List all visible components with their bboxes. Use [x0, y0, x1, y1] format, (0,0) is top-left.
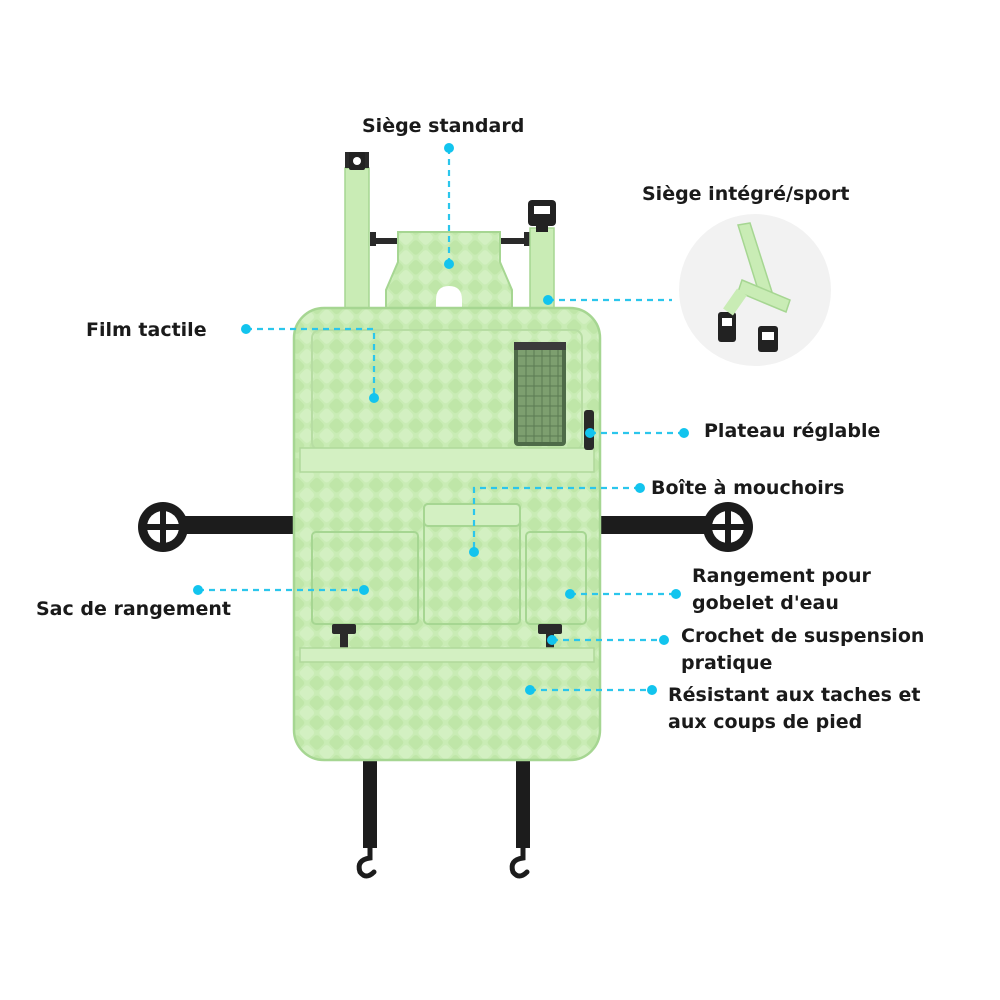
callout-storage-bag	[193, 585, 369, 595]
label-standard-seat: Siège standard	[362, 115, 525, 137]
callout-adjustable-tray	[585, 428, 689, 438]
label-storage-bag: Sac de rangement	[36, 598, 231, 620]
label-touch-film: Film tactile	[86, 319, 207, 341]
label-kick-resistant: Résistant aux taches et aux coups de pie…	[668, 682, 920, 736]
label-tissue-box: Boîte à mouchoirs	[651, 477, 845, 499]
buckle-right-icon	[528, 200, 556, 232]
panel-hook-left-icon	[332, 624, 356, 648]
cup-holder-pocket	[525, 531, 587, 625]
label-adjustable-tray: Plateau réglable	[704, 420, 881, 442]
bottom-strap-left	[356, 748, 377, 879]
strap-wheel-right-icon	[703, 502, 753, 552]
label-cup-storage: Rangement pour gobelet d'eau	[692, 563, 871, 617]
label-hanging-hook: Crochet de suspension pratique	[681, 623, 924, 677]
mesh-pocket	[514, 342, 566, 446]
label-kick-resistant-line-1: Résistant aux taches et	[668, 684, 921, 706]
label-hanging-hook-line-1: Crochet de suspension	[681, 625, 925, 647]
buckle-left-icon	[345, 152, 369, 170]
storage-bag-pocket	[311, 531, 419, 625]
headrest-band	[385, 231, 513, 319]
callout-integrated-seat	[543, 295, 672, 305]
side-strap-left	[180, 516, 298, 534]
top-strap-left	[344, 167, 370, 315]
label-cup-storage-line-1: Rangement pour	[692, 565, 871, 587]
callout-touch-film	[241, 324, 379, 403]
side-strap-right	[598, 516, 718, 534]
bottom-strap-right	[509, 748, 530, 879]
integrated-seat-inset	[679, 214, 831, 366]
tissue-box-pocket	[423, 503, 521, 625]
label-integrated-seat: Siège intégré/sport	[642, 183, 850, 205]
label-cup-storage-line-2: gobelet d'eau	[692, 592, 839, 614]
callout-standard-seat	[444, 143, 454, 269]
callout-tissue-box	[469, 483, 645, 557]
callout-kick-resistant	[525, 685, 657, 695]
callout-cup-storage	[565, 589, 681, 599]
label-hanging-hook-line-2: pratique	[681, 652, 773, 674]
callout-hanging-hook	[547, 635, 669, 645]
strap-wheel-left-icon	[138, 502, 188, 552]
bottom-compartment	[299, 647, 595, 663]
label-kick-resistant-line-2: aux coups de pied	[668, 711, 863, 733]
